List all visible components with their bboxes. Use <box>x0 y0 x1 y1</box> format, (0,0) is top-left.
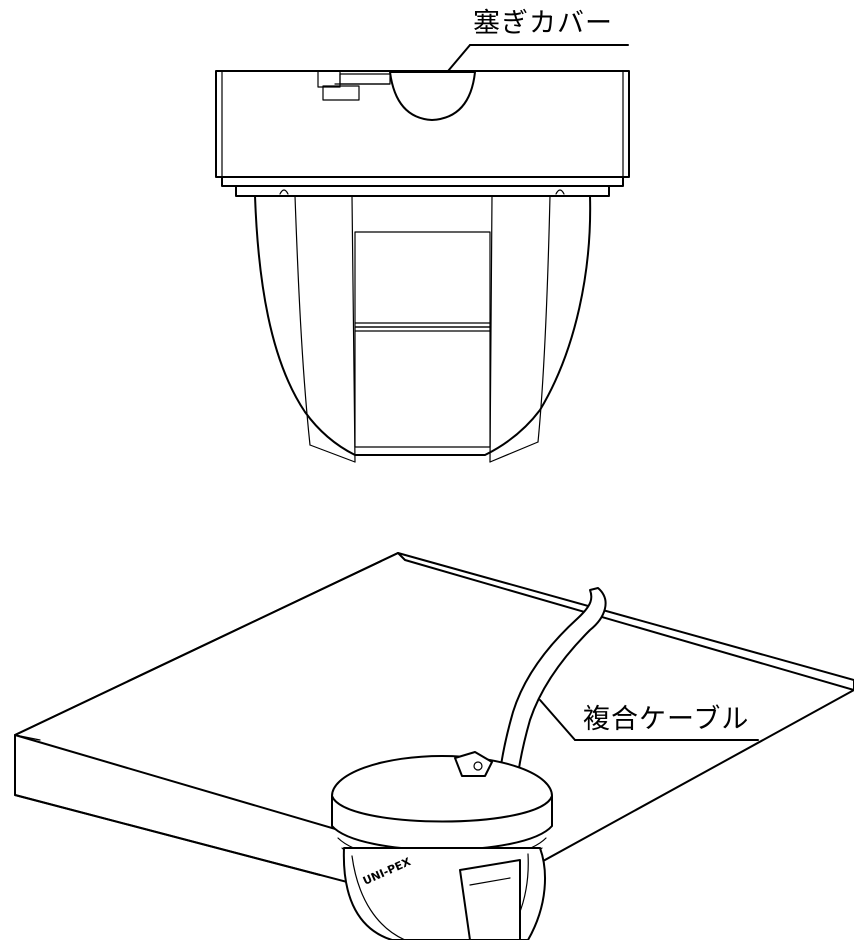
top-camera-illustration <box>215 44 630 463</box>
cable-leader-line <box>539 699 576 741</box>
housing-connector <box>317 70 391 101</box>
housing-ring <box>221 176 624 187</box>
blanking-cover <box>389 71 476 121</box>
cover-label: 塞ぎカバー <box>473 8 613 39</box>
cable-label: 複合ケーブル <box>583 704 750 735</box>
dome-cover <box>254 195 592 456</box>
ceiling-mount-illustration: UNI-PEX <box>14 552 854 940</box>
